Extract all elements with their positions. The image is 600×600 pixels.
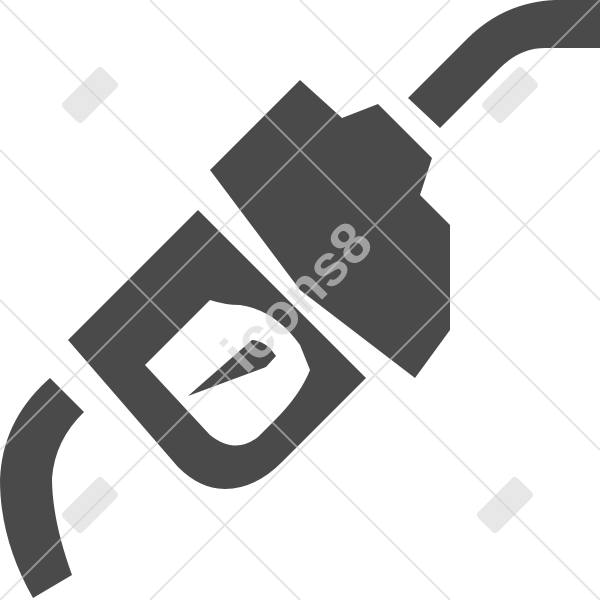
nozzle-spout: [0, 378, 84, 598]
hose-top: [408, 0, 600, 128]
